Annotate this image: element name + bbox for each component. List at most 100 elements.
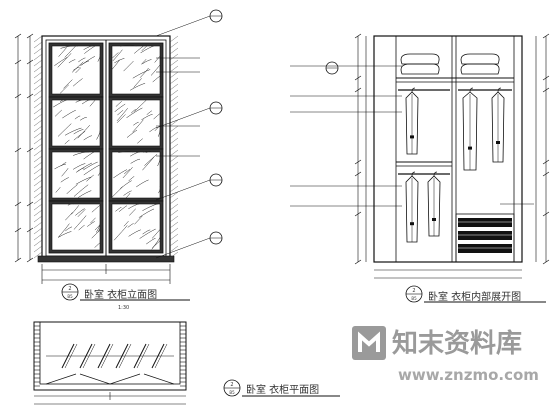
hanger-hook	[433, 171, 438, 177]
panel-hatch-stroke	[72, 163, 86, 170]
panel-hatch-stroke	[64, 45, 76, 58]
garment-detail	[410, 222, 414, 226]
wall-hatch-line	[169, 65, 179, 73]
dimension-tick	[354, 33, 362, 39]
wall-hatch-line	[33, 119, 43, 127]
dimension-tick	[542, 87, 550, 93]
panel-hatch-stroke	[55, 186, 61, 193]
panel-hatch-stroke	[63, 79, 73, 89]
panel-hatch-stroke	[157, 156, 161, 167]
panel-hatch-stroke	[130, 158, 141, 164]
wall-hatch-line	[169, 101, 179, 109]
wall-hatch-line	[169, 107, 179, 115]
panel-hatch-stroke	[83, 164, 100, 176]
wall-hatch-line	[33, 233, 43, 241]
wall-hatch-line	[33, 167, 43, 175]
wardrobe-door-elevation	[33, 35, 179, 263]
wall-hatch-line	[169, 173, 179, 181]
panel-hatch-stroke	[128, 203, 140, 210]
panel-hatch-stroke	[73, 129, 84, 135]
panel-hatch-stroke	[126, 107, 143, 119]
panel-hatch-stroke	[151, 229, 161, 239]
door-panel	[111, 151, 161, 199]
wall-hatch-line	[169, 89, 179, 97]
dimension-tick	[542, 75, 550, 81]
panel-hatch-stroke	[133, 78, 142, 88]
wall-hatch-line	[169, 185, 179, 193]
hanger-hook	[469, 87, 474, 93]
panel-hatch-stroke	[133, 121, 139, 126]
panel-hatch-stroke	[97, 171, 101, 176]
wall-hatch-line	[33, 59, 43, 67]
title-sheet: B5	[67, 294, 73, 299]
panel-hatch-stroke	[71, 61, 84, 73]
dimension-tick	[14, 93, 22, 99]
panel-hatch-stroke	[124, 169, 131, 174]
dimension-tick	[26, 59, 34, 65]
wall-hatch-line	[169, 179, 179, 187]
door-dimension-ticks	[14, 33, 34, 263]
panel-hatch-stroke	[59, 99, 65, 102]
dimension-tick	[14, 227, 22, 233]
wall-hatch-line	[169, 167, 179, 175]
title-sheet: B5	[411, 296, 417, 301]
panel-hatch-stroke	[138, 208, 155, 218]
panel-hatch-stroke	[136, 179, 149, 188]
wall-hatch-line	[33, 131, 43, 139]
panel-hatch-stroke	[152, 75, 161, 83]
wall-hatch-line	[33, 191, 43, 199]
dimension-tick	[26, 257, 34, 263]
panel-hatch-stroke	[129, 208, 136, 216]
wall-hatch-line	[169, 203, 179, 211]
wardrobe-interior-elevation	[373, 35, 523, 263]
panel-hatch-stroke	[125, 193, 131, 199]
callout-leader	[155, 237, 211, 259]
dimension-tick	[542, 33, 550, 39]
dimension-tick	[26, 147, 34, 153]
wall-hatch-line	[33, 113, 43, 121]
panel-hatch-stroke	[142, 59, 152, 65]
panel-hatch-stroke	[64, 127, 82, 136]
panel-hatch-stroke	[114, 103, 126, 112]
panel-hatch-stroke	[130, 151, 140, 157]
title-number: 2	[68, 286, 71, 292]
panel-hatch-stroke	[134, 99, 147, 112]
watermark-chinese: 知末资料库	[392, 329, 522, 359]
dimension-tick	[354, 75, 362, 81]
panel-hatch-stroke	[65, 212, 73, 221]
panel-hatch-stroke	[151, 237, 161, 250]
wall-hatch-line	[169, 209, 179, 217]
panel-hatch-stroke	[129, 83, 146, 91]
title-block-plan: 2 B5 卧室 衣柜平面图	[223, 379, 340, 397]
panel-hatch-stroke	[73, 215, 87, 230]
wall-hatch-line	[169, 47, 179, 55]
hanger-hook	[411, 171, 416, 177]
plan-title: 卧室 衣柜平面图	[246, 383, 319, 396]
panel-hatch-stroke	[74, 115, 81, 120]
panel-hatch-stroke	[90, 217, 96, 224]
door-panel	[51, 99, 101, 147]
panel-hatch-stroke	[79, 117, 87, 121]
wall-hatch-line	[169, 215, 179, 223]
panel-hatch-stroke	[83, 135, 92, 141]
dimension-tick	[14, 201, 22, 207]
door-panel	[111, 203, 161, 251]
dimension-tick	[354, 259, 362, 265]
wall-hatch-line	[169, 59, 179, 67]
panel-hatch-stroke	[78, 224, 85, 231]
door-panel	[111, 99, 161, 147]
wall-hatch-line	[169, 143, 179, 151]
door-elevation-title: 卧室 衣柜立面图	[84, 288, 157, 301]
panel-hatch-stroke	[132, 69, 151, 79]
panel-hatch-stroke	[97, 54, 101, 62]
garment-detail	[410, 135, 414, 139]
wall-hatch-line	[33, 221, 43, 229]
panel-hatch-stroke	[144, 154, 158, 166]
panel-hatch-stroke	[72, 78, 83, 87]
interior-carcass	[395, 35, 515, 263]
wall-hatch-line	[33, 53, 43, 61]
panel-hatch-stroke	[83, 151, 95, 160]
wall-hatch-line	[33, 185, 43, 193]
wardrobe-plan	[33, 321, 187, 405]
garment-detail	[432, 218, 436, 221]
